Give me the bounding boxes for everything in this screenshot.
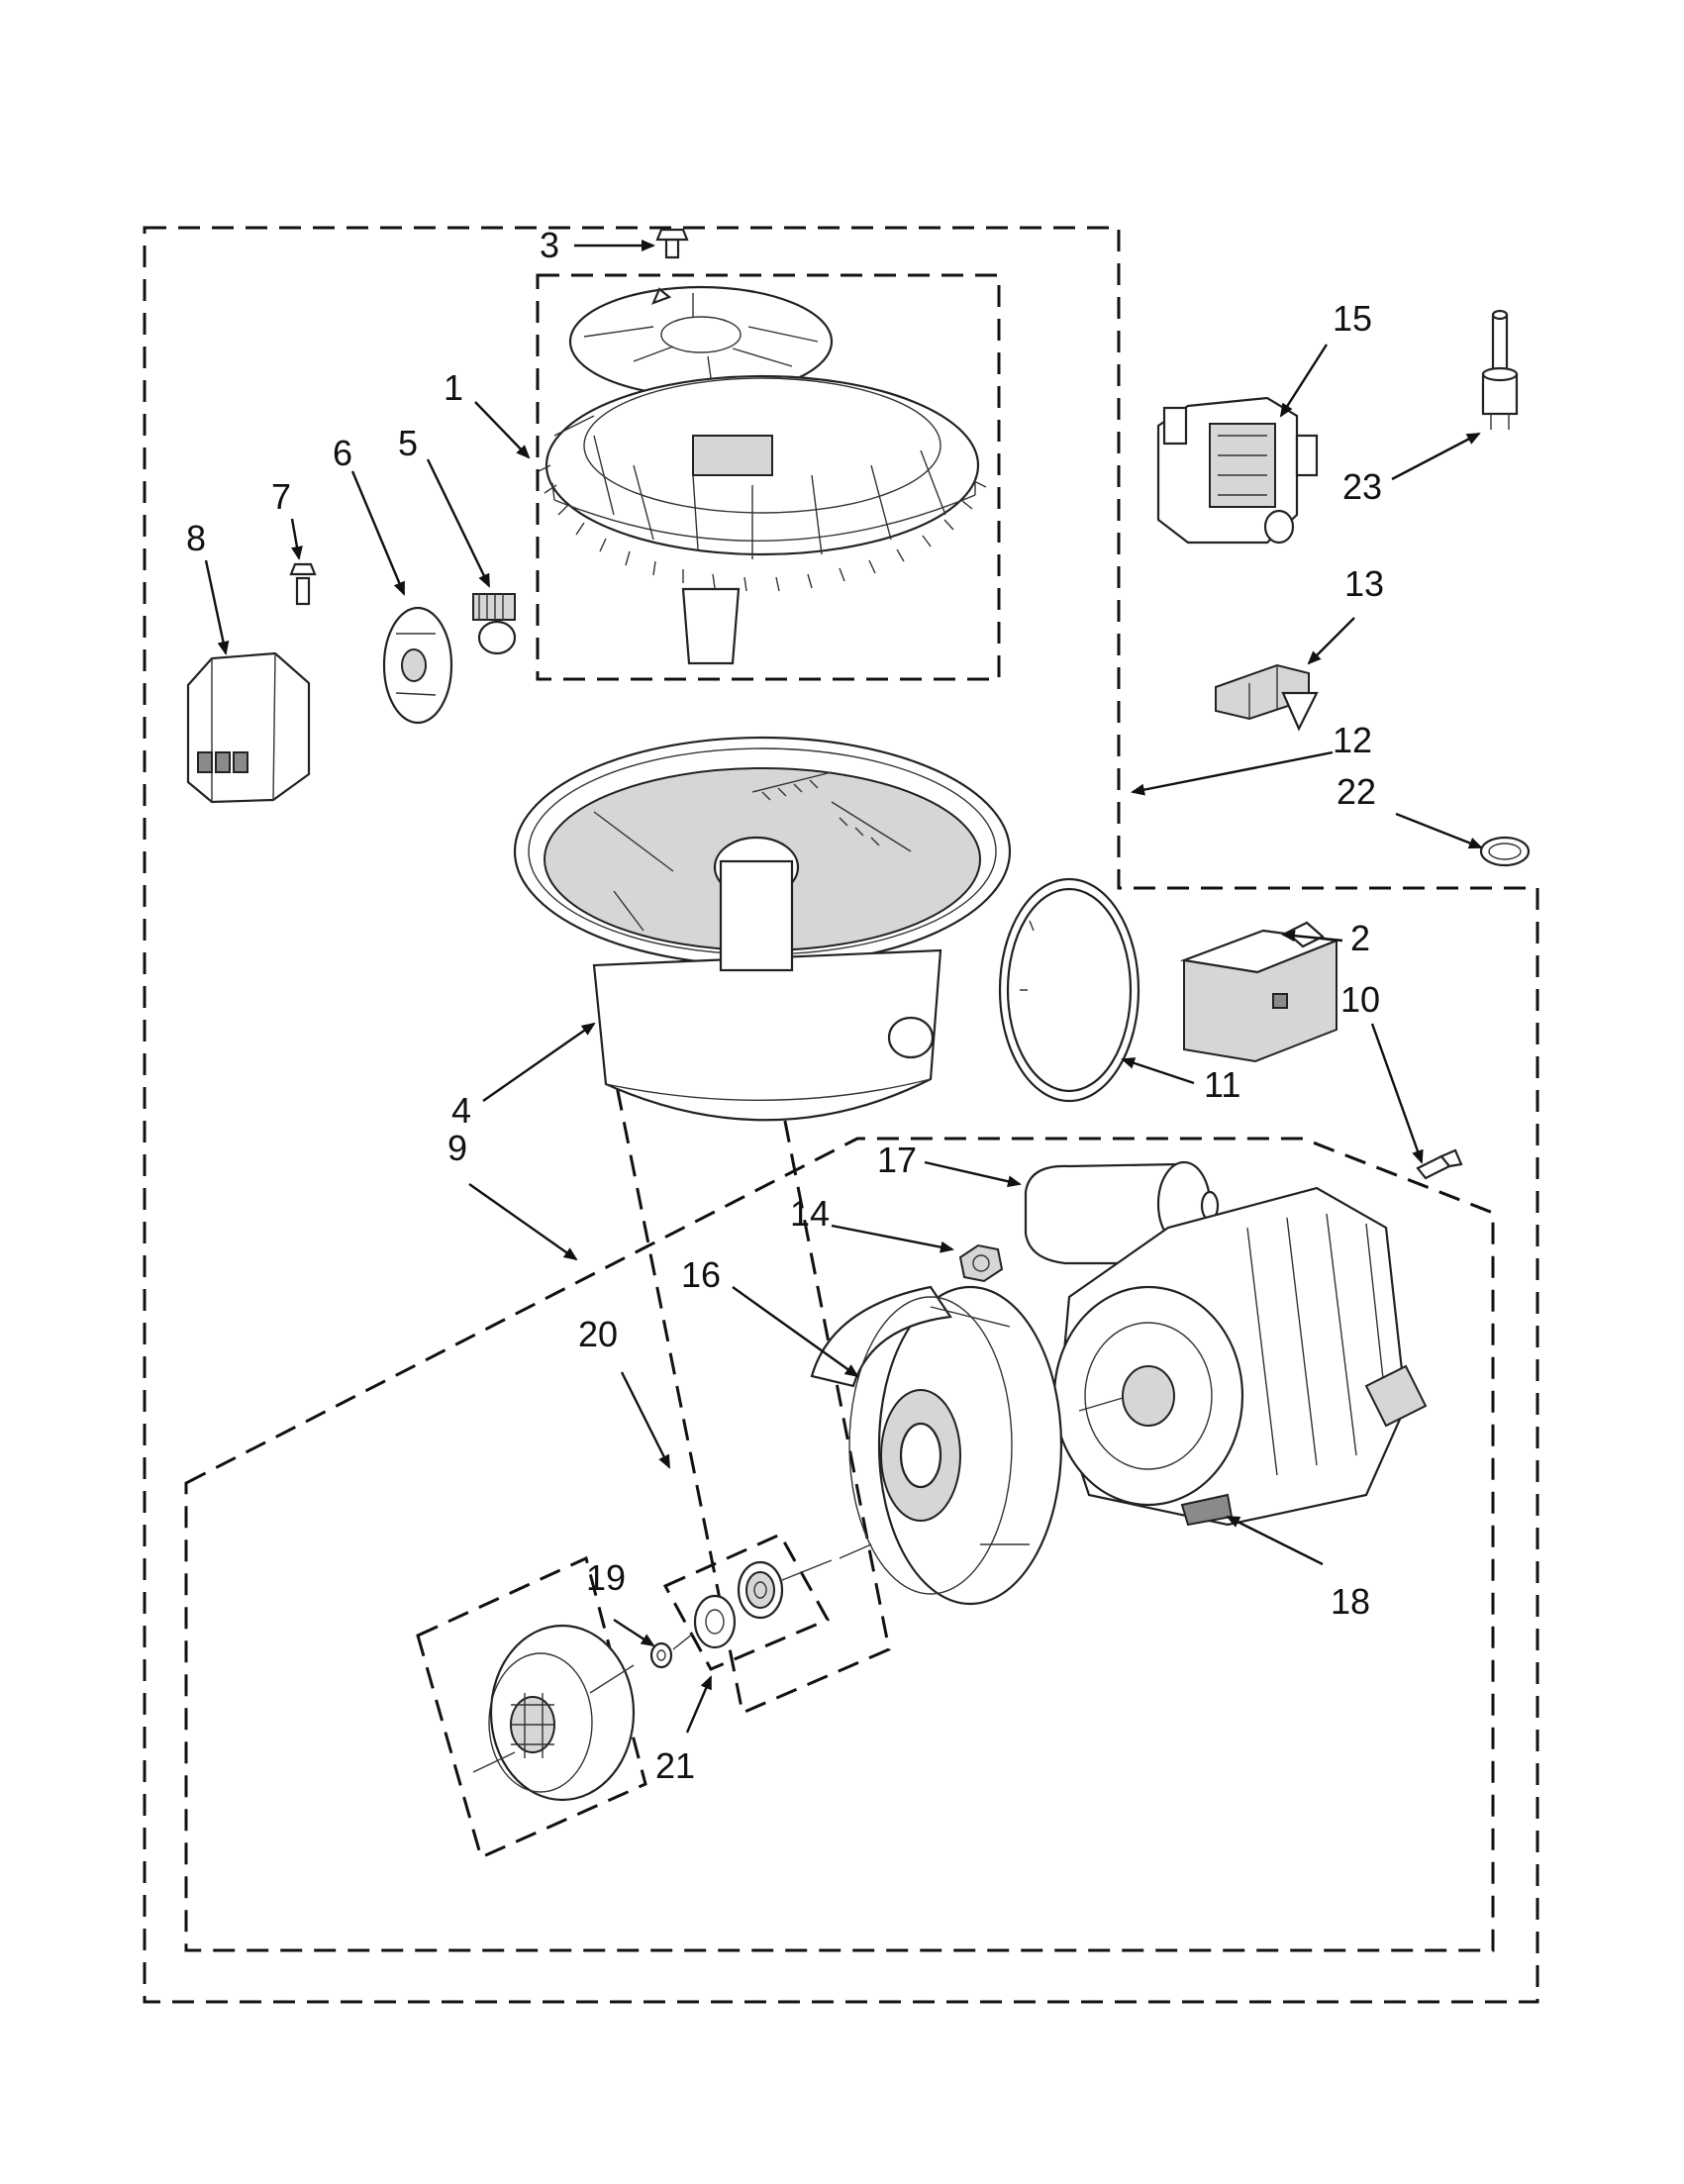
part-impeller-wheel xyxy=(488,1624,636,1802)
part-8-diverter xyxy=(186,651,311,804)
part-19-washer xyxy=(649,1641,673,1669)
callout-7: 7 xyxy=(271,476,291,517)
part-16-pump-housing xyxy=(810,1285,1063,1606)
callout-19: 19 xyxy=(586,1557,626,1598)
part-7-screw xyxy=(289,562,317,606)
callout-20: 20 xyxy=(578,1314,618,1354)
callout-21: 21 xyxy=(655,1745,695,1786)
callout-11: 11 xyxy=(1204,1064,1240,1105)
callout-2: 2 xyxy=(1350,918,1370,958)
assembly-outline-19 xyxy=(416,1555,647,1860)
part-14-nut xyxy=(958,1243,1004,1283)
part-15-drain-pump xyxy=(1156,396,1319,545)
part-1-wash-arm-assembly xyxy=(538,285,987,665)
part-23-sensor xyxy=(1481,309,1519,430)
callout-4: 4 xyxy=(451,1090,471,1131)
callout-14: 14 xyxy=(790,1193,830,1234)
callout-15: 15 xyxy=(1333,298,1372,339)
part-10-screw xyxy=(1416,1148,1463,1180)
part-2-cover xyxy=(1179,921,1341,1063)
callout-5: 5 xyxy=(398,423,418,463)
callout-13: 13 xyxy=(1344,563,1384,604)
part-4-sump xyxy=(513,736,1012,1122)
part-6-impeller xyxy=(382,606,453,725)
callout-16: 16 xyxy=(681,1254,721,1295)
assembly-outline-1 xyxy=(536,273,1001,681)
callout-6: 6 xyxy=(333,433,352,473)
callout-22: 22 xyxy=(1337,771,1376,812)
callout-labels: 1 2 3 4 5 6 7 8 9 10 11 12 13 14 15 16 1… xyxy=(186,225,1384,1786)
callout-3: 3 xyxy=(540,225,559,265)
callout-1: 1 xyxy=(444,367,463,408)
callout-arrows xyxy=(204,240,1483,1734)
part-3-screw xyxy=(655,228,689,259)
callout-8: 8 xyxy=(186,518,206,558)
callout-17: 17 xyxy=(877,1140,917,1180)
callout-23: 23 xyxy=(1342,466,1382,507)
callout-18: 18 xyxy=(1331,1581,1370,1622)
part-20-seal-kit xyxy=(693,1560,784,1649)
assembly-outline-9 xyxy=(184,1137,1495,1952)
part-5-filter xyxy=(472,593,517,655)
part-11-gasket xyxy=(998,877,1140,1103)
part-22-clamp xyxy=(1479,836,1531,867)
callout-9: 9 xyxy=(447,1128,467,1168)
part-18-circulation-motor xyxy=(1052,1186,1428,1527)
callout-10: 10 xyxy=(1340,979,1380,1020)
callout-12: 12 xyxy=(1333,720,1372,760)
assembly-outline-21 xyxy=(662,1533,831,1671)
part-13-clip xyxy=(1215,663,1319,732)
assembly-outline-12 xyxy=(143,226,1539,2004)
